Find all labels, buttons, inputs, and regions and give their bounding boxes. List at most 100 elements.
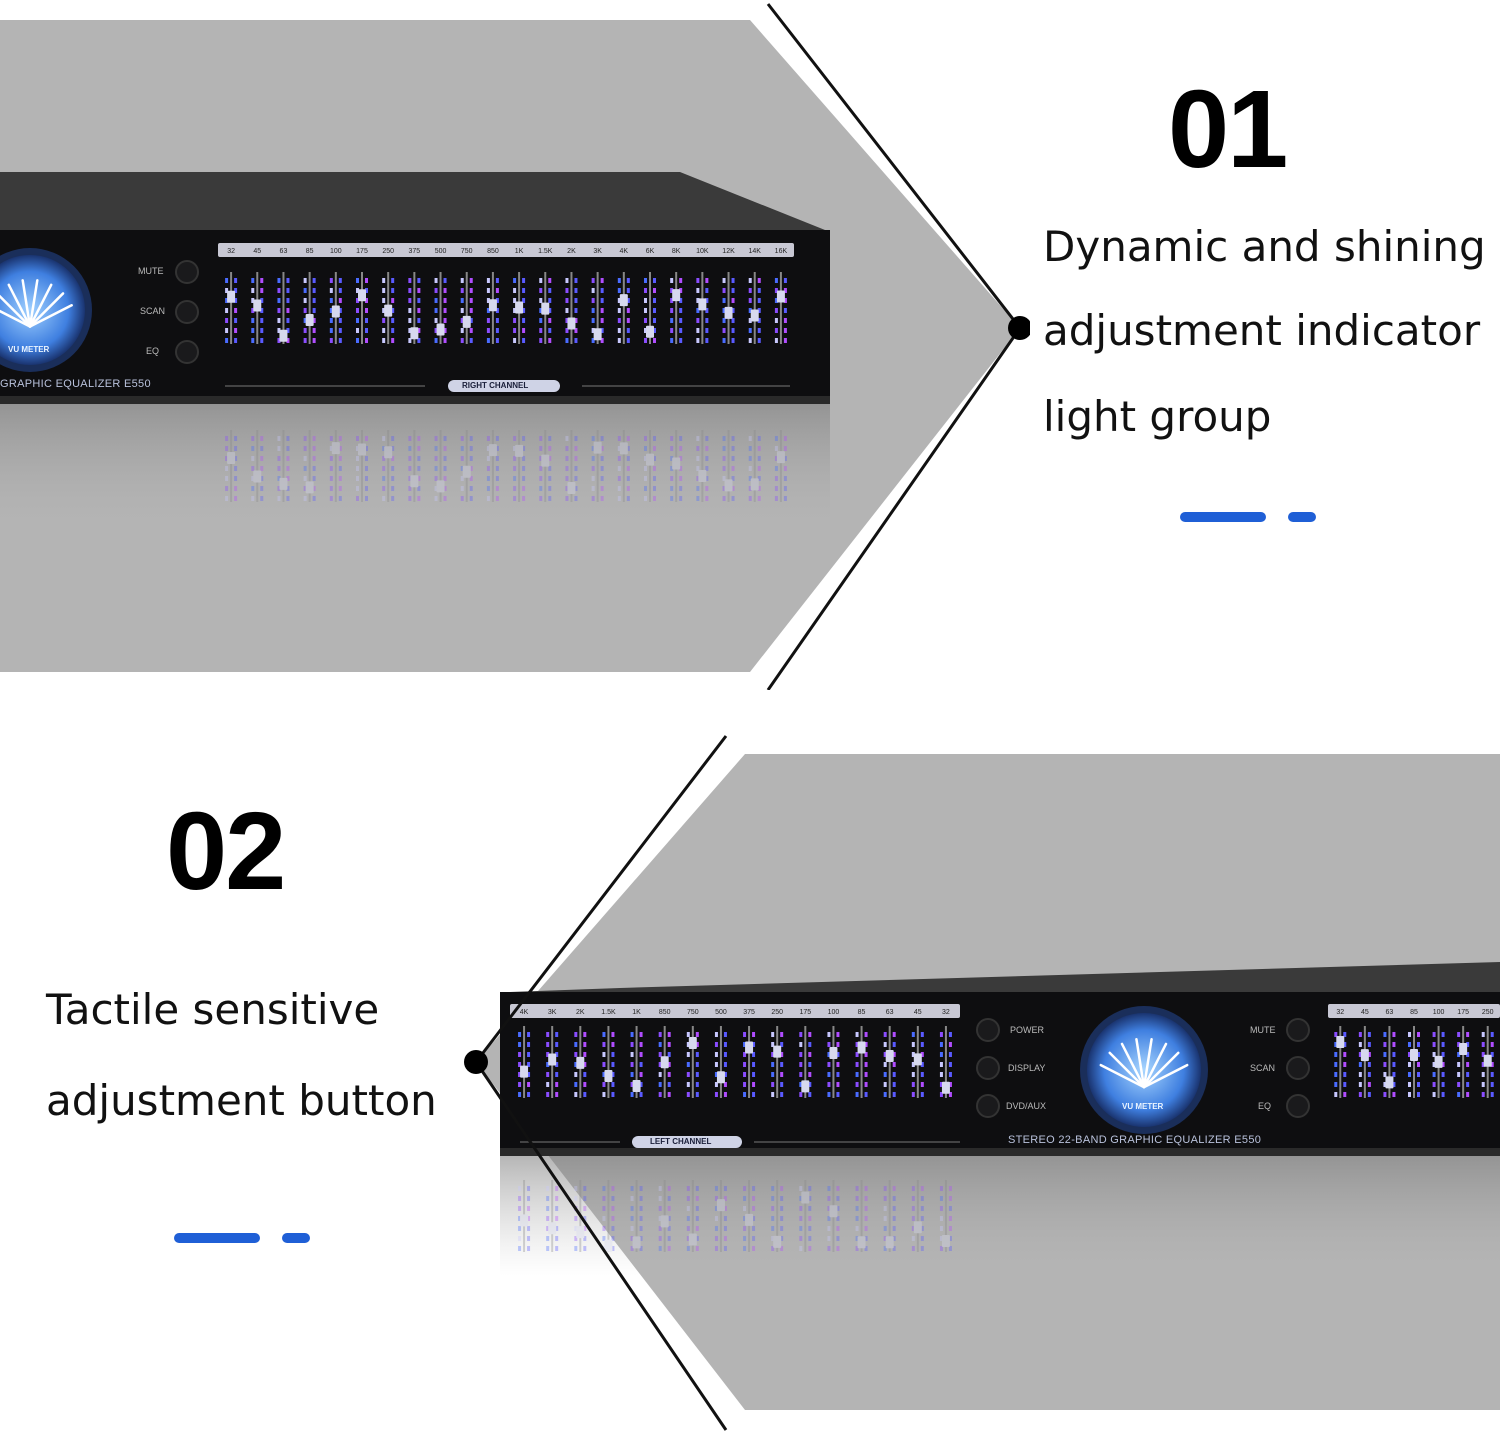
- slider-knob[interactable]: [462, 315, 471, 328]
- slider-knob[interactable]: [462, 465, 471, 478]
- slider-knob[interactable]: [716, 1199, 725, 1212]
- slider-knob[interactable]: [515, 444, 524, 457]
- slider-knob[interactable]: [541, 302, 550, 315]
- led: [939, 1206, 943, 1211]
- slider-knob[interactable]: [593, 328, 602, 341]
- slider-knob[interactable]: [593, 441, 602, 454]
- slider-knob[interactable]: [1336, 1036, 1345, 1049]
- slider-knob[interactable]: [724, 479, 733, 492]
- slider-knob[interactable]: [1434, 1055, 1443, 1068]
- slider-knob[interactable]: [688, 1233, 697, 1246]
- slider-knob[interactable]: [520, 1065, 529, 1078]
- slider-knob[interactable]: [632, 1236, 641, 1249]
- slider-knob[interactable]: [227, 290, 236, 303]
- slider-knob[interactable]: [885, 1050, 894, 1063]
- slider-knob[interactable]: [646, 325, 654, 338]
- slider-knob[interactable]: [829, 1205, 838, 1218]
- slider-knob[interactable]: [776, 451, 785, 464]
- led: [365, 476, 368, 481]
- slider-knob[interactable]: [913, 1221, 922, 1234]
- slider-knob[interactable]: [520, 1214, 529, 1227]
- led: [920, 1226, 924, 1231]
- slider-knob[interactable]: [410, 327, 419, 340]
- slider-knob[interactable]: [548, 1222, 557, 1235]
- slider-knob[interactable]: [857, 1041, 866, 1054]
- slider-knob[interactable]: [632, 1080, 641, 1093]
- led: [555, 1186, 559, 1191]
- led: [527, 1246, 531, 1251]
- slider-knob[interactable]: [829, 1047, 838, 1060]
- slider-knob[interactable]: [776, 290, 785, 303]
- slider-knob[interactable]: [773, 1045, 782, 1058]
- slider-knob[interactable]: [698, 470, 707, 483]
- slider-knob[interactable]: [745, 1041, 754, 1054]
- slider-knob[interactable]: [913, 1053, 922, 1066]
- slider-knob[interactable]: [604, 1239, 613, 1252]
- slider-knob[interactable]: [773, 1235, 782, 1248]
- slider-knob[interactable]: [1360, 1049, 1369, 1062]
- slider-knob[interactable]: [305, 314, 314, 327]
- slider-knob[interactable]: [857, 1236, 866, 1249]
- slider-knob[interactable]: [619, 442, 628, 455]
- led: [546, 1236, 550, 1241]
- led: [539, 288, 543, 293]
- slider-knob[interactable]: [750, 309, 759, 322]
- slider-knob[interactable]: [576, 1056, 585, 1069]
- slider-knob[interactable]: [619, 294, 628, 307]
- meter-needle: [1120, 1042, 1146, 1089]
- slider-knob[interactable]: [604, 1069, 613, 1082]
- slider-knob[interactable]: [305, 481, 314, 494]
- led: [312, 486, 316, 491]
- slider-knob[interactable]: [941, 1081, 950, 1094]
- slider-knob[interactable]: [1410, 1048, 1418, 1061]
- slider-knob[interactable]: [253, 470, 262, 483]
- slider-knob[interactable]: [384, 446, 393, 459]
- slider-knob[interactable]: [672, 457, 681, 470]
- slider-knob[interactable]: [716, 1071, 725, 1084]
- slider-knob[interactable]: [488, 444, 497, 457]
- slider-knob[interactable]: [253, 299, 262, 312]
- slider-knob[interactable]: [724, 306, 733, 319]
- slider-knob[interactable]: [801, 1191, 810, 1204]
- slider-knob[interactable]: [660, 1056, 669, 1069]
- slider-knob[interactable]: [331, 442, 340, 455]
- led: [611, 1196, 615, 1201]
- slider-knob[interactable]: [745, 1213, 754, 1226]
- freq-label: 63: [1386, 1009, 1394, 1016]
- slider-knob[interactable]: [384, 304, 393, 317]
- slider-knob[interactable]: [941, 1234, 950, 1247]
- slider-knob[interactable]: [1385, 1076, 1394, 1089]
- slider-knob[interactable]: [567, 481, 576, 494]
- slider-knob[interactable]: [567, 317, 576, 330]
- slider-knob[interactable]: [646, 453, 654, 466]
- slider-knob[interactable]: [660, 1215, 669, 1228]
- slider-knob[interactable]: [576, 1226, 585, 1239]
- slider-knob[interactable]: [541, 454, 550, 467]
- led: [855, 1072, 859, 1077]
- slider-knob[interactable]: [227, 452, 236, 465]
- slider-knob[interactable]: [436, 323, 445, 336]
- slider-knob[interactable]: [688, 1036, 697, 1049]
- slider-knob[interactable]: [1459, 1042, 1468, 1055]
- led: [939, 1216, 943, 1221]
- led: [443, 496, 447, 501]
- slider-knob[interactable]: [410, 475, 419, 488]
- freq-label: 1K: [632, 1009, 641, 1016]
- slider-knob[interactable]: [488, 299, 497, 312]
- slider-knob[interactable]: [1483, 1054, 1492, 1067]
- led: [469, 446, 473, 451]
- slider-knob[interactable]: [801, 1080, 810, 1093]
- slider-knob[interactable]: [750, 478, 759, 491]
- slider-knob[interactable]: [672, 289, 681, 302]
- slider-knob[interactable]: [548, 1053, 557, 1066]
- slider-knob[interactable]: [358, 443, 366, 456]
- slider-knob[interactable]: [358, 289, 366, 302]
- slider-knob[interactable]: [885, 1236, 894, 1249]
- led: [808, 1062, 812, 1067]
- slider-knob[interactable]: [279, 329, 288, 342]
- slider-knob[interactable]: [279, 477, 288, 490]
- slider-knob[interactable]: [698, 298, 707, 311]
- slider-knob[interactable]: [436, 480, 445, 493]
- slider-knob[interactable]: [515, 301, 524, 314]
- slider-knob[interactable]: [331, 305, 340, 318]
